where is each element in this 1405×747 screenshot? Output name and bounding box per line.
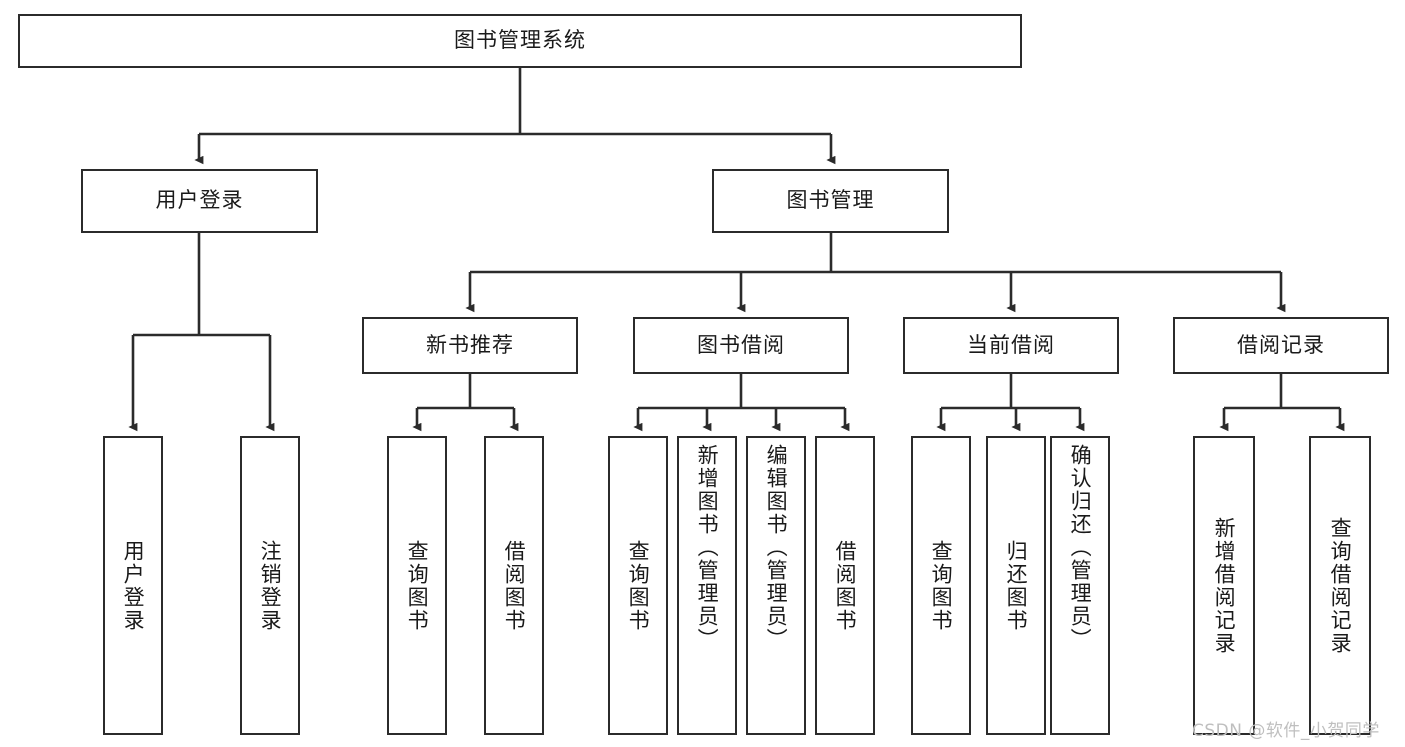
leaf-query-book-recommend[interactable]: 查询图书 xyxy=(387,436,447,735)
leaf-add-borrow-record-label: 新增借阅记录 xyxy=(1212,516,1237,655)
node-borrow-record-label: 借阅记录 xyxy=(1237,332,1325,357)
node-root-label: 图书管理系统 xyxy=(454,28,586,53)
node-user-login[interactable]: 用户登录 xyxy=(81,169,318,233)
leaf-add-book-admin-label: 新增图书（管理员） xyxy=(695,444,720,651)
leaf-add-borrow-record[interactable]: 新增借阅记录 xyxy=(1193,436,1255,735)
leaf-add-book-admin[interactable]: 新增图书（管理员） xyxy=(677,436,737,735)
node-book-management-label: 图书管理 xyxy=(786,188,875,213)
leaf-edit-book-admin[interactable]: 编辑图书（管理员） xyxy=(746,436,806,735)
node-new-book-recommend[interactable]: 新书推荐 xyxy=(362,317,578,374)
leaf-borrow-book-recommend[interactable]: 借阅图书 xyxy=(484,436,544,735)
node-new-book-recommend-label: 新书推荐 xyxy=(426,332,514,357)
node-book-management[interactable]: 图书管理 xyxy=(712,169,949,233)
leaf-query-book-recommend-label: 查询图书 xyxy=(405,539,430,632)
node-book-borrow-label: 图书借阅 xyxy=(697,332,785,357)
leaf-return-book[interactable]: 归还图书 xyxy=(986,436,1046,735)
leaf-confirm-return-admin[interactable]: 确认归还（管理员） xyxy=(1050,436,1110,735)
leaf-user-logout-label: 注销登录 xyxy=(258,539,283,632)
leaf-query-book-current-label: 查询图书 xyxy=(929,539,954,632)
node-borrow-record[interactable]: 借阅记录 xyxy=(1173,317,1389,374)
node-book-borrow[interactable]: 图书借阅 xyxy=(633,317,849,374)
leaf-borrow-book-recommend-label: 借阅图书 xyxy=(502,539,527,632)
node-current-borrow-label: 当前借阅 xyxy=(967,332,1055,357)
leaf-borrow-book-label: 借阅图书 xyxy=(833,539,858,632)
leaf-user-logout[interactable]: 注销登录 xyxy=(240,436,300,735)
node-root[interactable]: 图书管理系统 xyxy=(18,14,1022,68)
leaf-query-book-borrow[interactable]: 查询图书 xyxy=(608,436,668,735)
leaf-borrow-book[interactable]: 借阅图书 xyxy=(815,436,875,735)
node-user-login-label: 用户登录 xyxy=(155,188,244,213)
leaf-user-login-label: 用户登录 xyxy=(121,539,146,632)
leaf-query-book-current[interactable]: 查询图书 xyxy=(911,436,971,735)
leaf-query-book-borrow-label: 查询图书 xyxy=(626,539,651,632)
leaf-return-book-label: 归还图书 xyxy=(1004,539,1029,632)
leaf-edit-book-admin-label: 编辑图书（管理员） xyxy=(764,444,789,651)
leaf-user-login[interactable]: 用户登录 xyxy=(103,436,163,735)
csdn-watermark: CSDN @软件_小贺同学 xyxy=(1192,721,1380,741)
leaf-confirm-return-admin-label: 确认归还（管理员） xyxy=(1068,444,1093,651)
leaf-query-borrow-record-label: 查询借阅记录 xyxy=(1328,516,1353,655)
node-current-borrow[interactable]: 当前借阅 xyxy=(903,317,1119,374)
leaf-query-borrow-record[interactable]: 查询借阅记录 xyxy=(1309,436,1371,735)
